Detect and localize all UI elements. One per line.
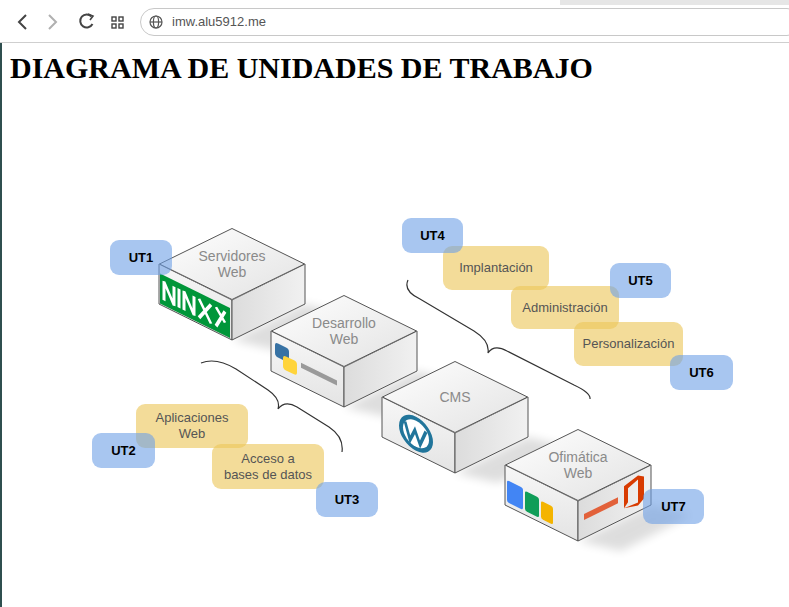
google-docs-logos — [507, 480, 553, 525]
slides-icon — [541, 501, 553, 525]
box-top-outline — [506, 430, 651, 501]
reload-arrow — [88, 14, 93, 20]
window-edge — [0, 43, 2, 607]
tab-strip — [560, 0, 789, 5]
globe-equator — [150, 21, 162, 22]
topic-note: Implantación — [443, 246, 549, 290]
topic-text: Personalización — [583, 336, 675, 352]
unit-title: Servidores Web — [190, 248, 274, 280]
unit-number: UT6 — [689, 365, 714, 381]
page-title: DIAGRAMA DE UNIDADES DE TRABAJO — [10, 51, 593, 85]
box-top-outline — [160, 229, 305, 300]
topic-text: Acceso a bases de datos — [220, 451, 316, 483]
unit-box: CMS — [382, 361, 528, 433]
unit-number: UT5 — [628, 273, 653, 289]
unit-title: CMS — [439, 389, 470, 405]
apps-cell — [112, 24, 116, 28]
topic-text: Aplicaciones Web — [144, 410, 240, 442]
unit-badge: UT5 — [610, 263, 671, 298]
apps-cell — [119, 24, 123, 28]
globe-icon — [150, 16, 162, 28]
topic-text: Administración — [522, 300, 607, 316]
box-top-outline — [383, 362, 528, 433]
unit-badge: UT3 — [316, 482, 378, 517]
wordpress-w — [405, 421, 426, 447]
box-top-face — [159, 228, 305, 300]
topic-text: Implantación — [459, 260, 533, 276]
python-wordmark — [301, 363, 337, 386]
unit-badge: UT2 — [92, 433, 155, 468]
apps-cell — [119, 17, 123, 21]
unit-badge: UT4 — [402, 218, 463, 253]
box-top-outline — [272, 296, 417, 367]
unit-box: Servidores Web — [159, 228, 305, 300]
unit-box: Ofimática Web — [505, 429, 651, 501]
sheets-icon — [525, 491, 539, 518]
unit-number: UT2 — [111, 443, 136, 459]
office-wordmark — [584, 497, 618, 520]
unit-title: Desarrollo Web — [302, 315, 386, 347]
topic-note: Acceso a bases de datos — [212, 444, 324, 489]
unit-title: Ofimática Web — [536, 449, 620, 481]
apps-icon — [112, 17, 123, 28]
back-icon — [19, 15, 26, 29]
office-mark — [624, 472, 644, 512]
apps-cell — [112, 17, 116, 21]
wordpress-ring — [403, 414, 429, 453]
browser-toolbar — [0, 0, 789, 44]
unit-box: Desarrollo Web — [271, 295, 417, 367]
unit-badge: UT6 — [670, 355, 733, 390]
unit-badge: UT1 — [110, 240, 172, 275]
globe-ring — [150, 16, 162, 28]
unit-number: UT3 — [335, 492, 360, 508]
docs-icon — [507, 480, 523, 510]
forward-icon — [49, 15, 56, 29]
address-field — [141, 9, 789, 36]
box-top-face — [382, 361, 528, 433]
unit-badge: UT7 — [643, 489, 704, 524]
toolbar-border — [0, 42, 789, 43]
reload-icon — [80, 14, 92, 27]
unit-number: UT7 — [661, 499, 686, 515]
topic-note: Personalización — [574, 322, 683, 366]
unit-number: UT4 — [420, 228, 445, 244]
unit-number: UT1 — [129, 250, 154, 266]
address-text: imw.alu5912.me — [172, 14, 266, 30]
box-top-face — [271, 295, 417, 367]
box-top-face — [505, 429, 651, 501]
python-yellow — [283, 355, 297, 376]
